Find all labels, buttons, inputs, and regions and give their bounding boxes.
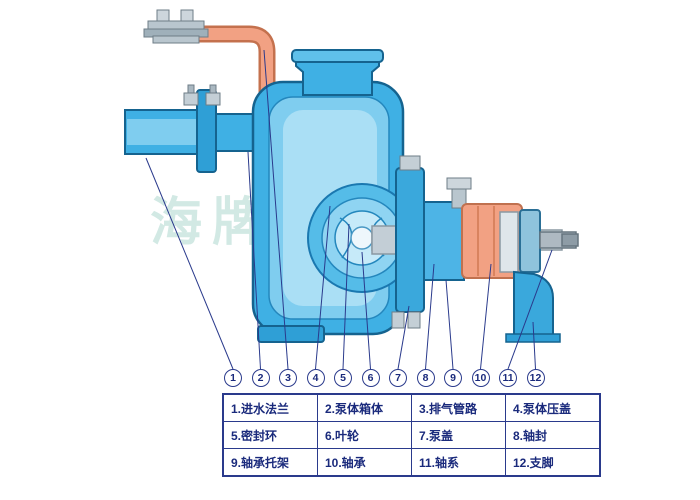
exhaust-pipe — [168, 25, 276, 100]
legend-cell-1: 1.进水法兰 — [222, 393, 318, 422]
callout-11: 11 — [499, 369, 517, 387]
callout-3: 3 — [279, 369, 297, 387]
shaft-end — [539, 231, 579, 249]
top-flange-neck — [291, 49, 384, 96]
impeller — [307, 183, 417, 293]
legend-cell-8: 8.轴封 — [505, 421, 601, 449]
leader-lines — [145, 49, 553, 370]
legend-row: 9.轴承托架 10.轴承 11.轴系 12.支脚 — [222, 448, 601, 477]
support-foot — [505, 270, 561, 343]
legend-cell-11: 11.轴系 — [411, 448, 506, 477]
bearing-bracket — [423, 177, 472, 281]
callout-8: 8 — [416, 369, 435, 387]
legend-row: 5.密封环 6.叶轮 7.泵盖 8.轴封 — [222, 421, 601, 449]
legend-cell-6: 6.叶轮 — [317, 421, 412, 449]
callout-9: 9 — [444, 369, 462, 387]
legend-cell-10: 10.轴承 — [317, 448, 412, 477]
legend-cell-2: 2.泵体箱体 — [317, 393, 412, 422]
legend-cell-5: 5.密封环 — [222, 421, 318, 449]
legend-row: 1.进水法兰 2.泵体箱体 3.排气管路 4.泵体压盖 — [222, 393, 601, 422]
legend-table: 1.进水法兰 2.泵体箱体 3.排气管路 4.泵体压盖 5.密封环 6.叶轮 7… — [222, 393, 601, 477]
legend-cell-3: 3.排气管路 — [411, 393, 506, 422]
callout-4: 4 — [306, 369, 325, 387]
inlet-flange — [124, 84, 261, 173]
legend-cell-7: 7.泵盖 — [411, 421, 506, 449]
legend-cell-9: 9.轴承托架 — [222, 448, 318, 477]
callout-12: 12 — [526, 369, 545, 387]
callout-6: 6 — [361, 369, 380, 387]
callout-10: 10 — [471, 369, 490, 387]
callout-7: 7 — [389, 369, 407, 387]
callout-2: 2 — [251, 369, 270, 387]
legend-cell-12: 12.支脚 — [505, 448, 601, 477]
pipe-fitting — [143, 9, 209, 44]
callout-1: 1 — [224, 369, 242, 387]
callout-5: 5 — [334, 369, 352, 387]
legend-cell-4: 4.泵体压盖 — [505, 393, 601, 422]
pump-cover — [391, 155, 425, 329]
bearing-housing — [461, 203, 541, 279]
